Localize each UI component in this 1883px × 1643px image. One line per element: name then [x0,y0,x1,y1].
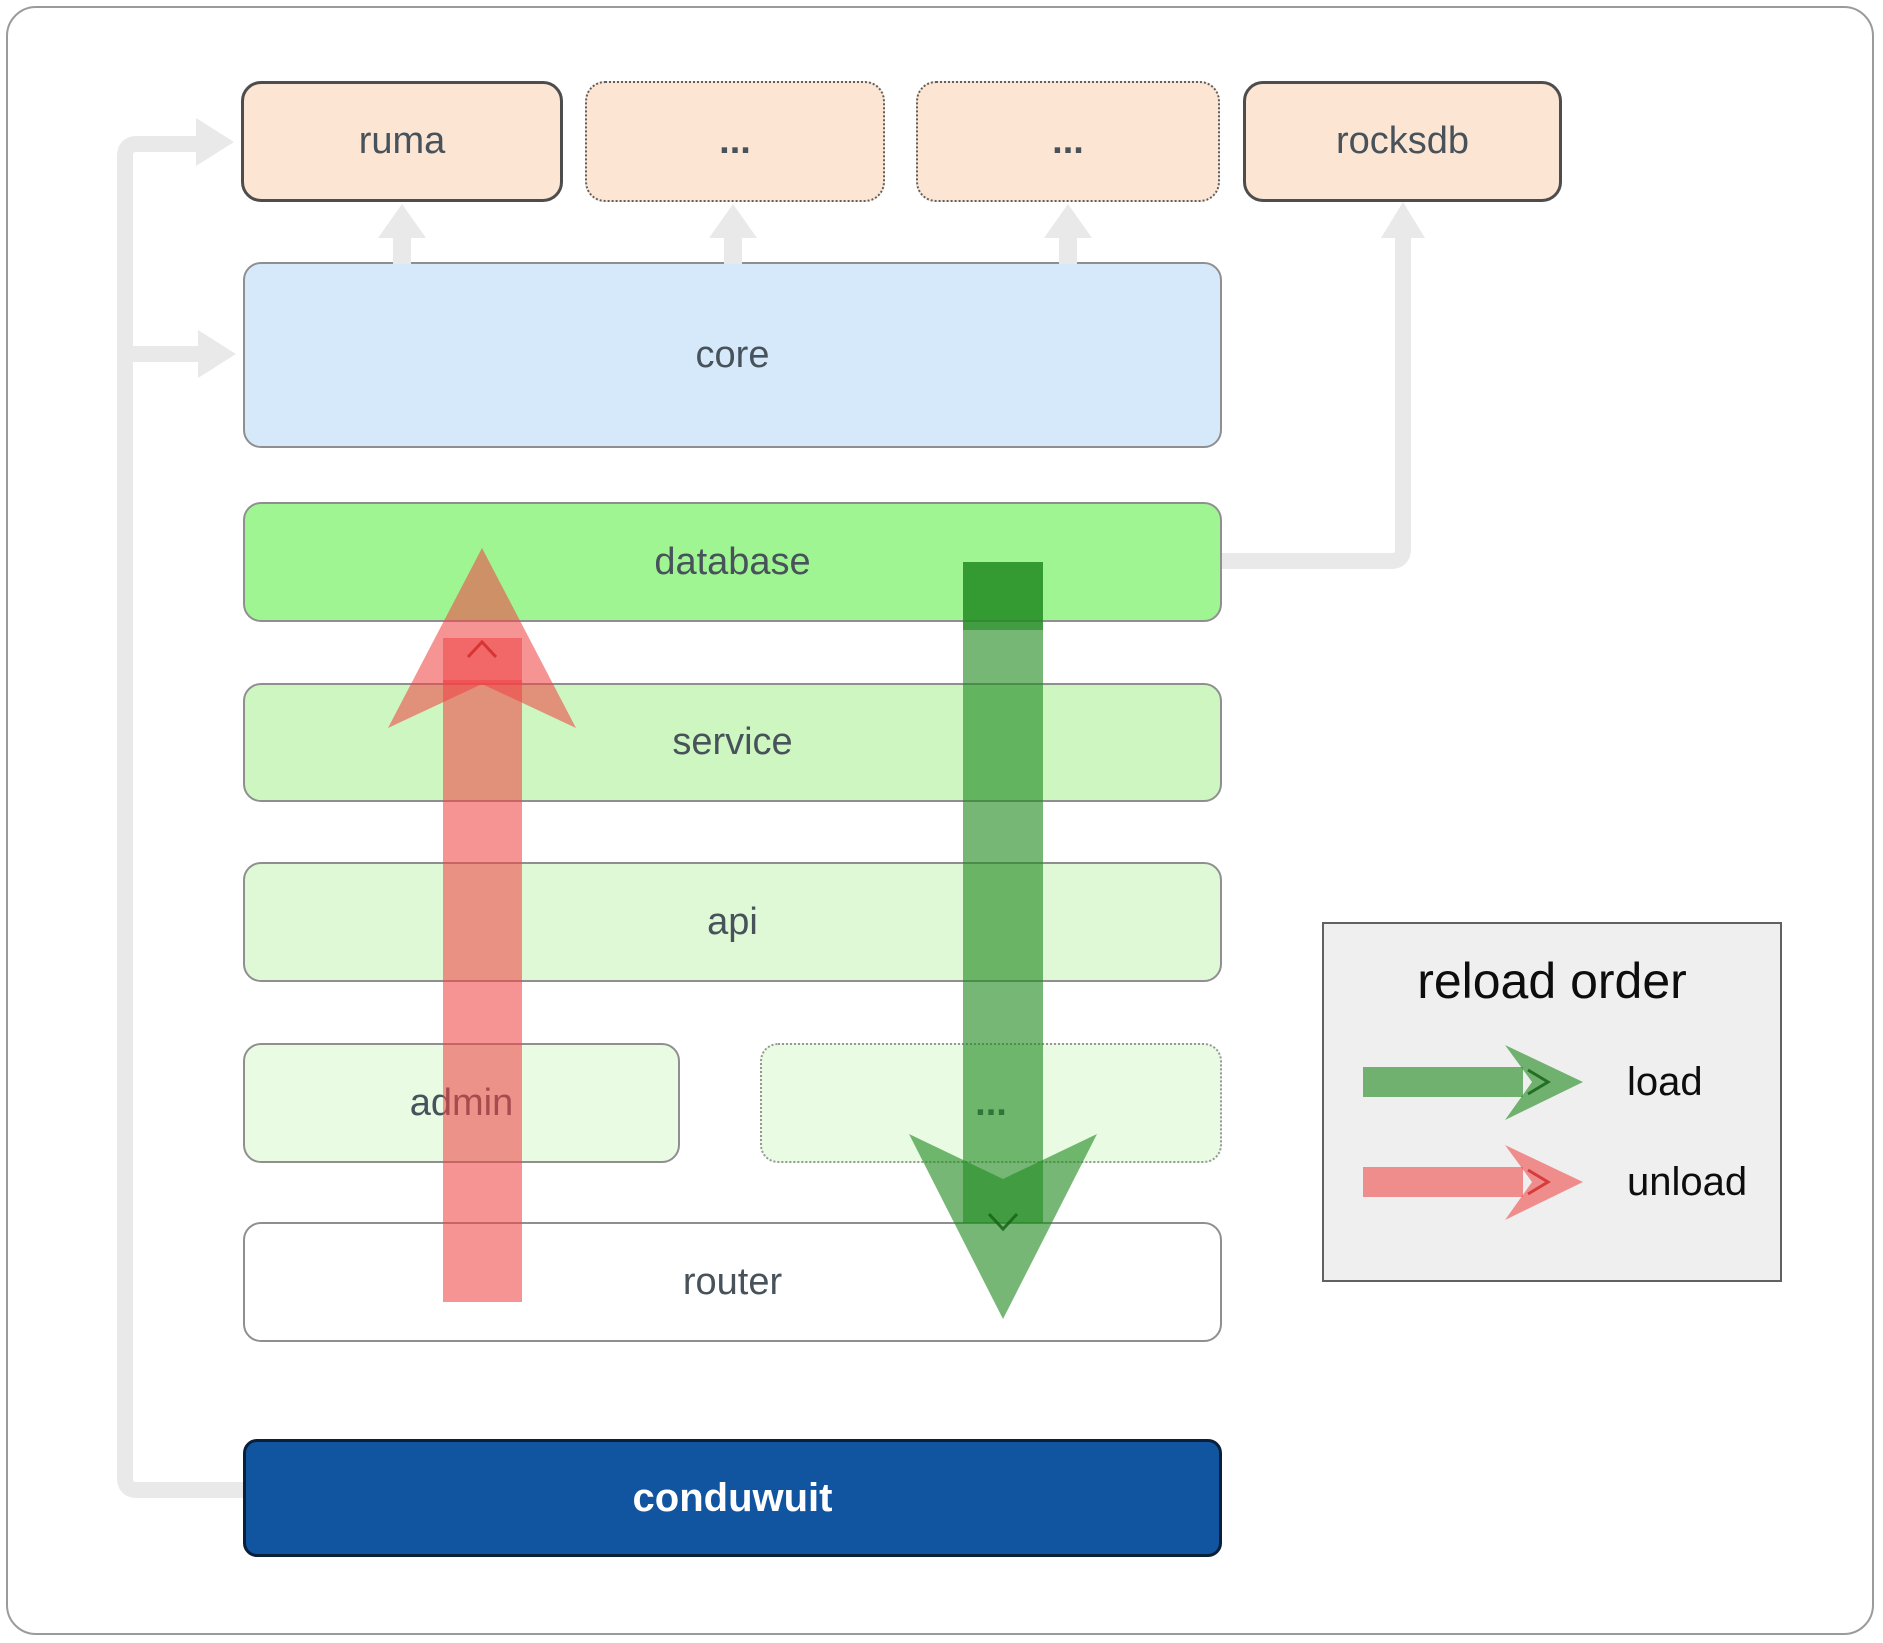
node-service-ellipsis: ... [760,1043,1222,1163]
node-ellipsis-2: ... [916,81,1220,202]
node-database: database [243,502,1222,622]
node-rocksdb: rocksdb [1243,81,1562,202]
node-ruma: ruma [241,81,563,202]
node-core: core [243,262,1222,448]
node-api: api [243,862,1222,982]
node-conduwuit: conduwuit [243,1439,1222,1557]
node-service: service [243,683,1222,802]
node-admin: admin [243,1043,680,1163]
node-router: router [243,1222,1222,1342]
outer-frame [6,6,1874,1635]
node-ellipsis-1: ... [585,81,885,202]
legend-unload-label: unload [1627,1160,1748,1204]
legend-title: reload order [1417,953,1687,1009]
legend-load-label: load [1627,1060,1703,1104]
